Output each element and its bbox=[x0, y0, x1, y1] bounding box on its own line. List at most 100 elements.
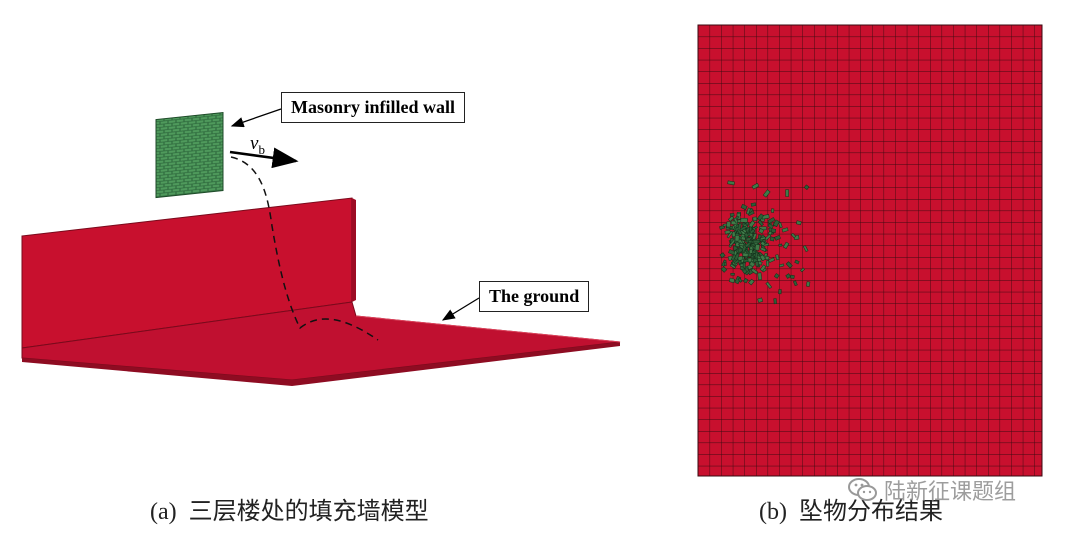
debris-piece bbox=[747, 257, 753, 263]
debris-piece bbox=[785, 189, 789, 197]
debris-piece bbox=[764, 255, 770, 261]
caption-a-tag: (a) bbox=[150, 499, 177, 525]
debris-piece bbox=[774, 234, 781, 241]
debris-piece bbox=[794, 259, 800, 265]
debris-piece bbox=[748, 220, 756, 228]
debris-piece bbox=[729, 212, 735, 217]
debris-piece bbox=[772, 219, 780, 228]
debris-piece bbox=[795, 220, 802, 226]
debris-piece bbox=[734, 235, 740, 242]
debris-piece bbox=[785, 261, 793, 269]
masonry-infilled-wall bbox=[155, 112, 224, 199]
debris-piece bbox=[757, 272, 763, 281]
debris-piece bbox=[737, 247, 744, 254]
debris-piece bbox=[729, 239, 736, 247]
debris-piece bbox=[759, 264, 767, 272]
debris-piece bbox=[750, 267, 759, 275]
debris-piece bbox=[749, 228, 756, 235]
debris-piece bbox=[720, 266, 728, 273]
wall-callout-leader bbox=[230, 108, 282, 128]
debris-piece bbox=[802, 245, 809, 253]
debris-piece bbox=[782, 241, 790, 249]
velocity-subscript: b bbox=[258, 141, 265, 157]
debris-piece bbox=[745, 237, 751, 242]
debris-piece bbox=[737, 277, 743, 283]
debris-piece bbox=[748, 261, 756, 268]
debris-piece bbox=[729, 263, 737, 269]
debris-piece bbox=[765, 260, 770, 267]
debris-piece bbox=[737, 255, 744, 261]
debris-piece bbox=[740, 236, 746, 241]
wechat-icon bbox=[848, 478, 877, 501]
ground-floor-front bbox=[22, 342, 620, 386]
debris-piece bbox=[740, 203, 748, 211]
debris-piece bbox=[755, 261, 760, 267]
caption-b-tag: (b) bbox=[759, 499, 787, 525]
debris-piece bbox=[778, 263, 785, 268]
debris-piece bbox=[719, 252, 726, 259]
debris-piece bbox=[751, 182, 760, 190]
debris-piece bbox=[781, 227, 789, 233]
debris-piece bbox=[752, 239, 761, 244]
debris-piece bbox=[762, 189, 771, 198]
debris-piece bbox=[775, 254, 780, 261]
debris-piece bbox=[733, 217, 739, 224]
debris-piece bbox=[748, 249, 754, 254]
debris-piece bbox=[727, 215, 735, 222]
debris-piece bbox=[760, 240, 766, 247]
debris-piece bbox=[757, 297, 764, 303]
debris-piece bbox=[769, 236, 775, 242]
debris-piece bbox=[752, 232, 758, 241]
debris-piece bbox=[740, 217, 748, 223]
debris-piece bbox=[748, 278, 755, 286]
debris-piece bbox=[742, 252, 749, 258]
debris-piece bbox=[805, 281, 811, 287]
debris-piece bbox=[727, 180, 735, 186]
debris-piece bbox=[778, 289, 782, 295]
debris-piece bbox=[773, 273, 780, 279]
ground-callout: The ground bbox=[479, 281, 590, 312]
debris-piece bbox=[742, 262, 746, 269]
debris-piece bbox=[724, 229, 731, 235]
debris-piece bbox=[760, 246, 767, 252]
debris-piece bbox=[750, 202, 757, 207]
debris-piece bbox=[803, 184, 810, 190]
debris-piece bbox=[728, 277, 736, 284]
debris-piece bbox=[744, 242, 751, 248]
debris-piece bbox=[743, 277, 749, 284]
debris-piece bbox=[754, 251, 759, 259]
debris-piece bbox=[723, 262, 727, 266]
debris-piece bbox=[778, 243, 783, 247]
debris-piece bbox=[754, 244, 760, 251]
velocity-symbol: v bbox=[250, 133, 259, 154]
debris-piece bbox=[790, 274, 795, 279]
velocity-arrow bbox=[229, 147, 299, 169]
debris-piece bbox=[726, 230, 734, 239]
debris-piece bbox=[757, 219, 764, 227]
debris-piece bbox=[744, 232, 749, 238]
debris-piece bbox=[785, 273, 791, 279]
caption-panel-b: (b)坠物分布结果 bbox=[759, 491, 943, 526]
debris-piece bbox=[767, 223, 774, 230]
watermark-text: 陆新征课题组 bbox=[884, 480, 1017, 505]
debris-piece bbox=[765, 281, 773, 289]
debris-piece bbox=[778, 222, 783, 229]
debris-piece bbox=[758, 228, 765, 234]
debris-piece bbox=[771, 228, 777, 233]
debris-distribution bbox=[719, 180, 811, 305]
debris-piece bbox=[767, 217, 776, 224]
caption-panel-a: (a)三层楼处的填充墙模型 bbox=[150, 491, 429, 526]
debris-piece bbox=[790, 232, 797, 239]
debris-piece bbox=[737, 222, 742, 231]
masonry-wall-callout: Masonry infilled wall bbox=[281, 92, 466, 123]
debris-piece bbox=[739, 243, 745, 247]
debris-piece bbox=[773, 298, 777, 305]
ground-wall-edge bbox=[352, 198, 356, 302]
velocity-label: vb bbox=[250, 133, 265, 158]
watermark: 陆新征课题组 bbox=[848, 474, 1016, 506]
debris-piece bbox=[760, 236, 766, 241]
debris-piece bbox=[752, 216, 758, 222]
ground-callout-leader bbox=[441, 297, 480, 321]
debris-piece bbox=[726, 221, 731, 228]
